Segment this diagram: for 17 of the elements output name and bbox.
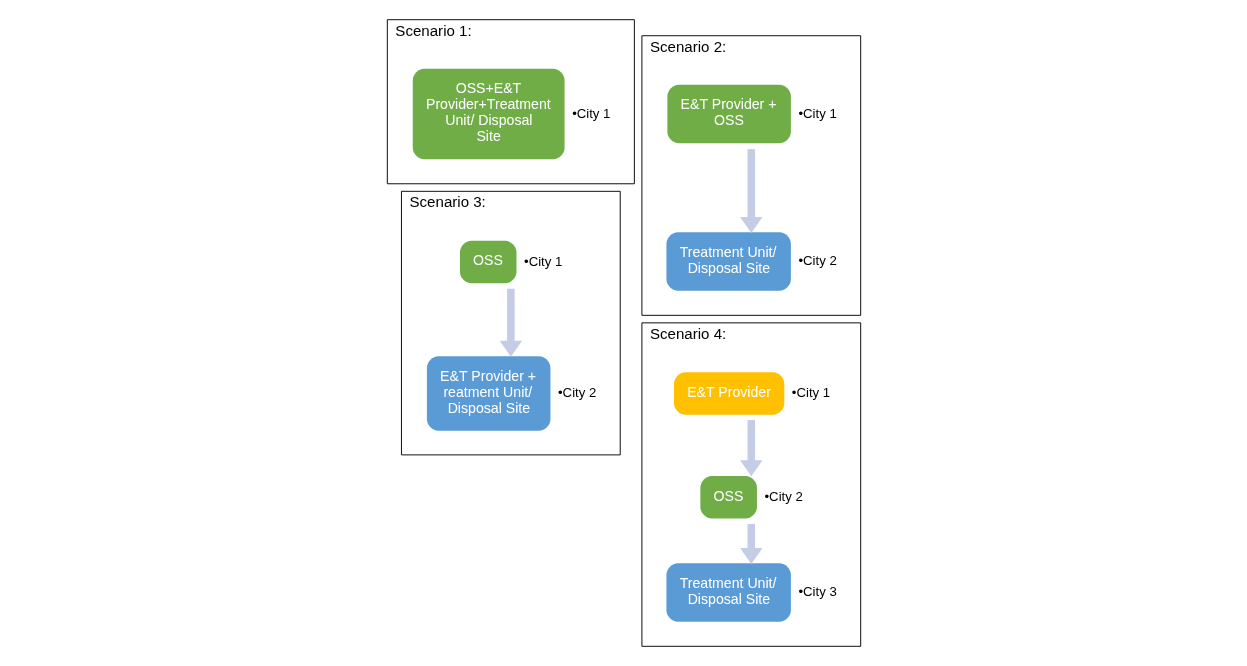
node-label: •City 1 [797,105,837,121]
node-label: •City 3 [797,584,837,600]
node-box: E&T Provider + reatment Unit/ Disposal Site [426,356,550,431]
node-label: •City 1 [791,385,830,401]
node-box: E&T Provider [673,372,784,415]
node-label: •City 1 [523,253,562,269]
node-box: OSS+E&T Provider+Treatment Unit/ Disposal Site [412,68,565,160]
node-box: OSS [459,240,516,284]
node-label: •City 2 [764,488,803,504]
node-box: E&T Provider + OSS [666,84,791,144]
arrow [739,523,762,565]
node-label: •City 1 [571,105,610,121]
node-box: OSS [699,476,757,519]
node-box: Treatment Unit/ Disposal Site [665,563,791,622]
node-label: •City 2 [797,253,837,269]
node-label: •City 2 [557,385,596,401]
node-box: Treatment Unit/ Disposal Site [665,232,791,291]
